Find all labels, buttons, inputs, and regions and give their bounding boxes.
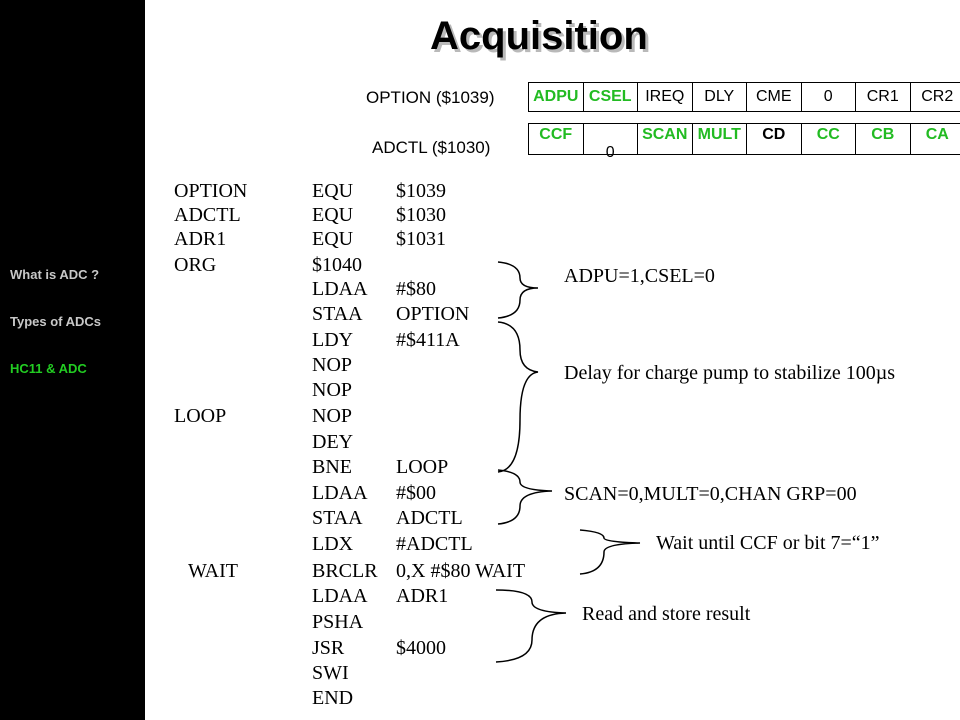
code-operand: #$411A bbox=[396, 329, 460, 351]
brace-wait bbox=[579, 529, 641, 575]
code-opcode: LDY bbox=[312, 329, 354, 351]
option-bit-dly: DLY bbox=[691, 83, 747, 111]
annotation-read-store: Read and store result bbox=[582, 603, 751, 625]
annotation-wait: Wait until CCF or bit 7=“1” bbox=[656, 532, 880, 554]
option-bit-cme: CME bbox=[746, 83, 801, 111]
code-operand: $1030 bbox=[396, 204, 446, 226]
option-bit-ireq: IREQ bbox=[637, 83, 692, 111]
code-opcode: LDAA bbox=[312, 482, 368, 504]
adctl-bit-ccf: CCF bbox=[528, 124, 583, 154]
sidebar-item-hc11-adc[interactable]: HC11 & ADC bbox=[10, 361, 87, 376]
code-label: WAIT bbox=[188, 560, 238, 582]
option-bit-csel: CSEL bbox=[582, 83, 638, 111]
code-opcode: EQU bbox=[312, 228, 354, 250]
annotation-delay: Delay for charge pump to stabilize 100µs bbox=[564, 362, 896, 384]
sidebar-item-types-of-adcs[interactable]: Types of ADCs bbox=[10, 314, 102, 329]
brace-scan-mult bbox=[497, 469, 553, 525]
sidebar: What is ADC ? Types of ADCs HC11 & ADC bbox=[0, 0, 145, 720]
adctl-bit-0: 0 bbox=[582, 124, 638, 161]
code-opcode: EQU bbox=[312, 204, 354, 226]
code-opcode: BRCLR bbox=[312, 560, 378, 582]
brace-read-store bbox=[495, 589, 567, 663]
code-operand: OPTION bbox=[396, 303, 470, 325]
code-operand: #$80 bbox=[396, 278, 436, 300]
brace-adpu bbox=[497, 261, 539, 319]
code-opcode: LDX bbox=[312, 533, 354, 555]
option-bit-0: 0 bbox=[800, 83, 856, 111]
code-label: ADR1 bbox=[174, 228, 227, 250]
code-opcode: $1040 bbox=[312, 254, 362, 276]
code-opcode: NOP bbox=[312, 379, 353, 401]
adctl-bit-scan: SCAN bbox=[637, 124, 692, 154]
slide-title: Acquisition bbox=[430, 14, 648, 58]
code-operand: $1031 bbox=[396, 228, 446, 250]
adctl-bit-mult: MULT bbox=[691, 124, 747, 154]
code-opcode: SWI bbox=[312, 662, 349, 684]
code-operand: #$00 bbox=[396, 482, 436, 504]
option-register-bits: ADPU CSEL IREQ DLY CME 0 CR1 CR2 bbox=[528, 82, 960, 112]
code-opcode: BNE bbox=[312, 456, 352, 478]
code-operand: ADR1 bbox=[396, 585, 449, 607]
option-bit-adpu: ADPU bbox=[528, 83, 583, 111]
code-opcode: NOP bbox=[312, 354, 353, 376]
annotation-scan-mult: SCAN=0,MULT=0,CHAN GRP=00 bbox=[564, 483, 857, 505]
code-opcode: LDAA bbox=[312, 585, 368, 607]
option-register-label: OPTION ($1039) bbox=[366, 88, 495, 107]
code-label: ORG bbox=[174, 254, 217, 276]
code-opcode: STAA bbox=[312, 303, 363, 325]
code-opcode: JSR bbox=[312, 637, 345, 659]
code-label: LOOP bbox=[174, 405, 227, 427]
code-operand: $4000 bbox=[396, 637, 446, 659]
code-opcode: DEY bbox=[312, 431, 354, 453]
code-operand: 0,X #$80 WAIT bbox=[396, 560, 526, 582]
adctl-bit-cb: CB bbox=[855, 124, 910, 154]
code-operand: #ADCTL bbox=[396, 533, 473, 555]
code-opcode: EQU bbox=[312, 180, 354, 202]
adctl-bit-cc: CC bbox=[800, 124, 856, 154]
adctl-bit-cd: CD bbox=[746, 124, 801, 154]
code-operand: LOOP bbox=[396, 456, 449, 478]
adctl-register-label: ADCTL ($1030) bbox=[372, 138, 491, 157]
code-label: OPTION bbox=[174, 180, 248, 202]
code-label: ADCTL bbox=[174, 204, 241, 226]
code-opcode: STAA bbox=[312, 507, 363, 529]
adctl-register-bits: CCF 0 SCAN MULT CD CC CB CA bbox=[528, 123, 960, 161]
code-operand: $1039 bbox=[396, 180, 446, 202]
code-opcode: NOP bbox=[312, 405, 353, 427]
sidebar-item-what-is-adc[interactable]: What is ADC ? bbox=[10, 267, 100, 282]
adctl-bit-ca: CA bbox=[909, 124, 960, 154]
code-opcode: PSHA bbox=[312, 611, 364, 633]
annotation-adpu-csel: ADPU=1,CSEL=0 bbox=[564, 265, 715, 287]
brace-delay bbox=[497, 321, 539, 473]
code-operand: ADCTL bbox=[396, 507, 463, 529]
code-opcode: LDAA bbox=[312, 278, 368, 300]
code-opcode: END bbox=[312, 687, 354, 709]
option-bit-cr1: CR1 bbox=[855, 83, 910, 111]
option-bit-cr2: CR2 bbox=[909, 83, 960, 111]
